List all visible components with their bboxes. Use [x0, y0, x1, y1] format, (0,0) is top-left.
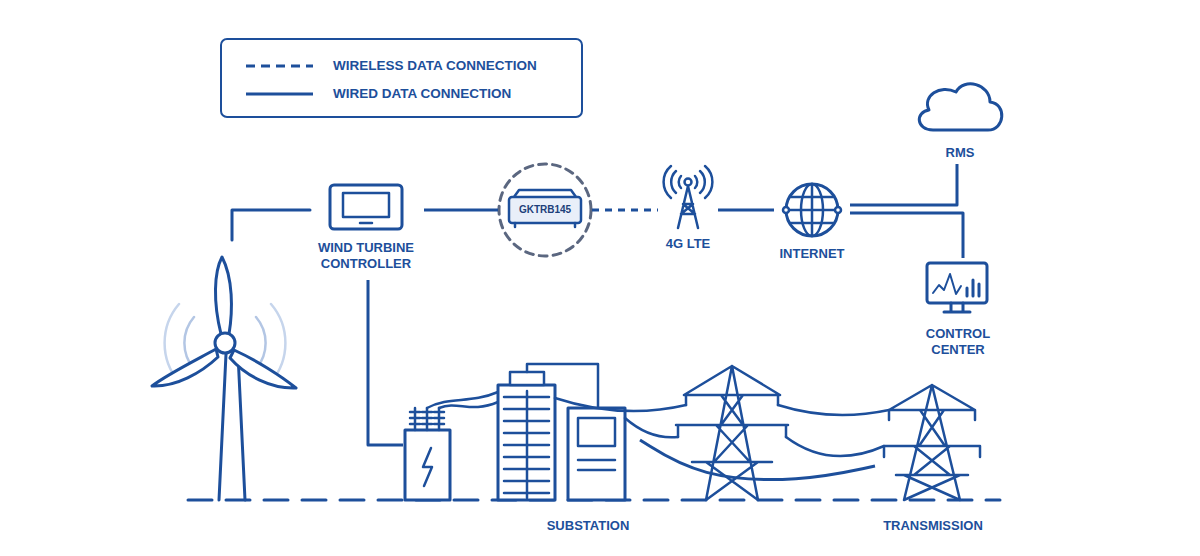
turbine-blade: [230, 350, 296, 388]
node-label: WIND TURBINE CONTROLLER: [310, 240, 422, 272]
controller-button: [360, 222, 372, 225]
switch-cabinet: [568, 408, 625, 500]
legend-box: WIRELESS DATA CONNECTION WIRED DATA CONNE…: [220, 38, 583, 118]
transformer: [405, 430, 450, 500]
globe-grid: [786, 184, 838, 236]
monitor-icon: [927, 263, 987, 303]
turbine-tower: [219, 354, 245, 500]
legend-swatch: [245, 61, 315, 71]
substation-building: [498, 385, 555, 500]
monitor-stand: [944, 303, 970, 312]
turbine-blade: [152, 349, 218, 386]
legend-row: WIRELESS DATA CONNECTION: [222, 56, 581, 76]
node-label: TRANSMISSION: [877, 518, 989, 534]
legend-text: WIRED DATA CONNECTION: [333, 85, 511, 103]
wired-connection: [368, 280, 403, 445]
node-box: WIND TURBINE CONTROLLER: [308, 180, 424, 280]
cabinet-panel: [578, 418, 615, 446]
node-label: SUBSTATION: [538, 518, 638, 534]
node-box: SUBSTATION: [403, 362, 640, 536]
device-label: GKTRB145: [519, 204, 571, 216]
monitor-bars: [967, 280, 979, 296]
cloud-icon: [919, 84, 1001, 130]
node-box: CONTROL CENTER: [915, 258, 1005, 368]
node-label: 4G LTE: [660, 236, 716, 252]
lightning-symbol: [423, 448, 432, 486]
antenna-tip: [685, 179, 692, 186]
highlight-circle: [499, 164, 591, 256]
building-floors: [504, 391, 549, 498]
wired-connection: [424, 209, 498, 212]
building-top: [510, 372, 544, 385]
legend-text: WIRELESS DATA CONNECTION: [333, 57, 537, 75]
legend-line: [246, 93, 313, 96]
cell-tower: [678, 186, 698, 228]
monitor-chart: [933, 274, 961, 294]
cabinet-lines: [578, 460, 615, 470]
controller-icon: [330, 185, 402, 229]
transmission-tower: [884, 385, 980, 500]
wired-connection: [850, 164, 957, 205]
turbine-hub: [215, 333, 235, 353]
globe: [786, 184, 838, 236]
controller-screen: [343, 193, 389, 217]
legend-line: [246, 65, 313, 68]
bushings: [410, 408, 444, 430]
globe-dot: [783, 207, 789, 213]
legend-row: WIRED DATA CONNECTION: [222, 84, 581, 104]
power-wire: [555, 398, 889, 456]
legend-swatch: [245, 89, 315, 99]
node-label: RMS: [920, 145, 1000, 161]
node-box: 4G LTE: [658, 165, 718, 255]
globe-dot: [835, 207, 841, 213]
radio-waves: [664, 166, 713, 198]
node-box: GKTRB145: [498, 163, 592, 257]
node-label: INTERNET: [776, 246, 848, 262]
node-box: INTERNET: [774, 180, 850, 266]
router-body: [509, 197, 581, 223]
node-box: TRANSMISSION: [875, 380, 991, 536]
wired-connection: [718, 209, 774, 212]
node-label: CONTROL CENTER: [918, 326, 998, 358]
turbine-data-line: [232, 210, 310, 240]
wired-connection: [850, 213, 963, 258]
wireless-connection: [592, 209, 658, 212]
router-feet: [515, 223, 575, 227]
bus-wire: [427, 392, 498, 408]
turbine-blade: [215, 257, 231, 334]
wired-connection: [640, 440, 875, 480]
node-box: RMS: [915, 80, 1005, 164]
